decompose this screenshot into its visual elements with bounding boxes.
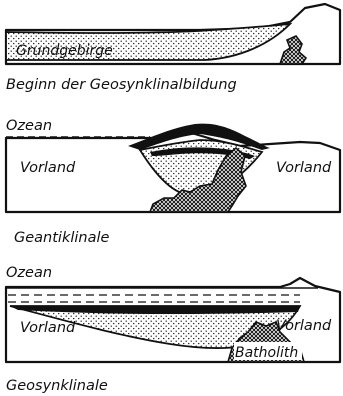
label-ozean-3: Ozean	[6, 265, 52, 281]
label-vorland-right-2: Vorland	[276, 160, 332, 176]
panel-1: Grundgebirge Beginn der Geosynklinalbild…	[6, 4, 340, 93]
caption-1: Beginn der Geosynklinalbildung	[6, 77, 237, 93]
label-vorland-left-3: Vorland	[20, 320, 76, 336]
caption-2: Geantiklinale	[14, 230, 110, 246]
label-vorland-left-2: Vorland	[20, 160, 76, 176]
panel-2: Ozean Vorland Vorland Geantiklinale	[6, 118, 340, 246]
label-vorland-right-3: Vorland	[276, 318, 332, 334]
caption-3: Geosynklinale	[6, 378, 108, 394]
label-grundgebirge: Grundgebirge	[16, 43, 113, 59]
label-batholith: Batholith	[235, 345, 298, 361]
panel-3: Batholith Ozean Vorland Vorland Geosynkl…	[6, 265, 340, 394]
label-ozean-2: Ozean	[6, 118, 52, 134]
